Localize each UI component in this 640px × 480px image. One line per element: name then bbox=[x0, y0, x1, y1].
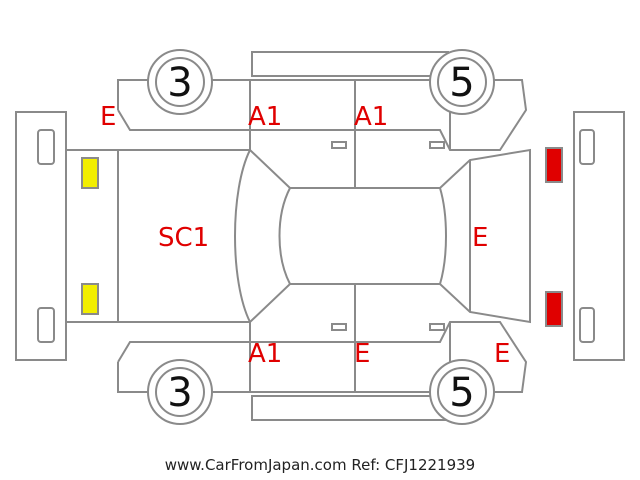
tire-rear-right-number: 5 bbox=[449, 370, 474, 416]
top-view-body bbox=[66, 148, 531, 324]
code-right-rear-quarter: E bbox=[494, 339, 510, 369]
rear-bumper bbox=[573, 111, 625, 361]
tire-rear-left: 5 bbox=[429, 49, 495, 115]
rear-right-lamp bbox=[545, 291, 563, 327]
tire-front-right-number: 3 bbox=[167, 370, 192, 416]
tire-front-right: 3 bbox=[147, 359, 213, 425]
rear-left-lamp bbox=[545, 147, 563, 183]
code-rear-glass: E bbox=[472, 223, 488, 253]
code-hood: SC1 bbox=[158, 223, 209, 253]
code-right-front-door: A1 bbox=[248, 339, 282, 369]
tire-front-left-number: 3 bbox=[167, 60, 192, 106]
tire-rear-right: 5 bbox=[429, 359, 495, 425]
tire-rear-left-number: 5 bbox=[449, 60, 474, 106]
front-right-lamp bbox=[81, 283, 99, 315]
code-right-rear-door: E bbox=[354, 339, 370, 369]
code-left-front-door: A1 bbox=[248, 102, 282, 132]
front-bumper bbox=[15, 111, 67, 361]
code-front-left-fender: E bbox=[100, 102, 116, 132]
right-side-profile bbox=[117, 321, 528, 421]
code-left-rear-door: A1 bbox=[354, 102, 388, 132]
tire-front-left: 3 bbox=[147, 49, 213, 115]
front-left-lamp bbox=[81, 157, 99, 189]
footer-reference: www.CarFromJapan.com Ref: CFJ1221939 bbox=[164, 456, 476, 474]
